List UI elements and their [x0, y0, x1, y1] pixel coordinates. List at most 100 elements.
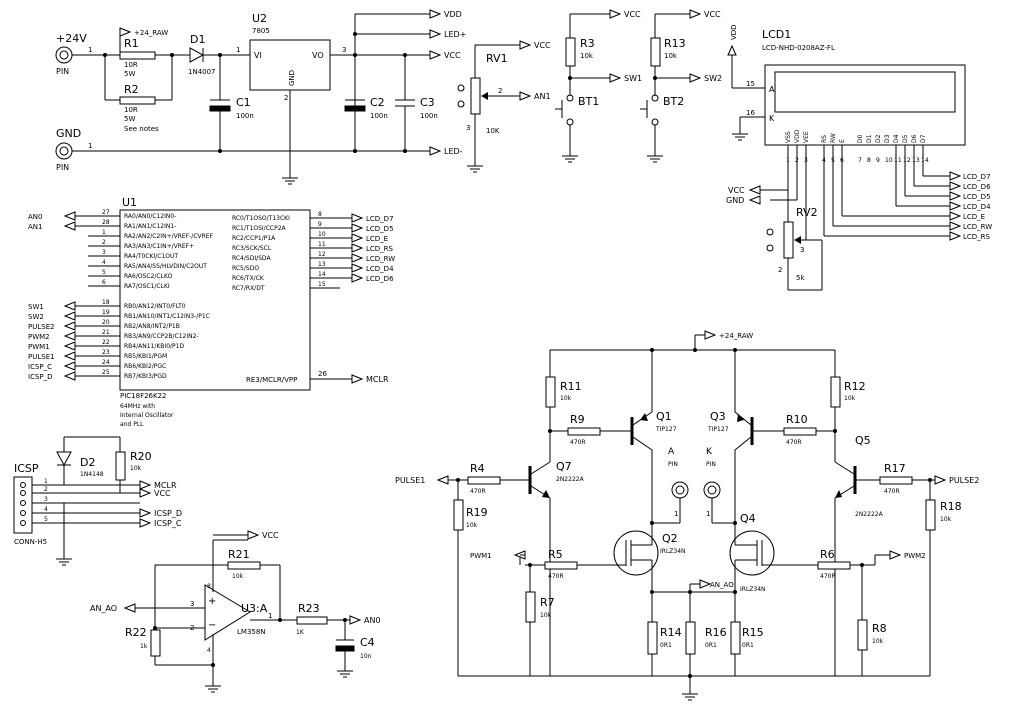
- svg-text:1k: 1k: [140, 643, 148, 650]
- svg-text:10k: 10k: [664, 52, 678, 60]
- u1-net-label: AN0: [28, 213, 42, 221]
- net-led-plus-label: LED+: [444, 30, 466, 39]
- svg-text:AN1: AN1: [534, 92, 551, 101]
- u1-pin-label: RA2/AN2/C2IN+/VREF-/CVREF: [124, 233, 214, 240]
- svg-text:100n: 100n: [420, 112, 438, 120]
- svg-text:15: 15: [746, 80, 755, 88]
- svg-text:10R: 10R: [124, 61, 138, 69]
- svg-text:470R: 470R: [470, 488, 486, 495]
- svg-text:12: 12: [903, 157, 911, 164]
- svg-text:R3: R3: [580, 37, 595, 50]
- u1-pin-label: RC7/RX/DT: [232, 285, 265, 292]
- svg-text:R14: R14: [660, 626, 682, 639]
- svg-text:470R: 470R: [820, 573, 836, 580]
- svg-text:R12: R12: [844, 380, 866, 393]
- svg-text:10k: 10k: [560, 395, 572, 402]
- svg-text:11: 11: [894, 157, 902, 164]
- resistor-r10: [783, 427, 817, 436]
- svg-text:D2: D2: [80, 456, 95, 469]
- u1-pin-label: RC6/TX/CK: [232, 275, 265, 282]
- svg-text:7: 7: [858, 157, 862, 164]
- svg-text:C1: C1: [236, 96, 251, 109]
- u1-net-label: LCD_D5: [366, 225, 394, 233]
- svg-text:23: 23: [102, 349, 110, 356]
- svg-text:15: 15: [318, 281, 326, 288]
- svg-text:AN_AO: AN_AO: [90, 604, 117, 613]
- u1-pin-label: RA7/OSC1/CLKI: [124, 283, 170, 290]
- svg-text:2: 2: [44, 486, 48, 493]
- svg-text:+: +: [208, 596, 216, 607]
- svg-text:13: 13: [318, 261, 326, 268]
- svg-text:U3:A: U3:A: [241, 602, 268, 615]
- pin-label: PIN: [56, 67, 69, 76]
- svg-text:21: 21: [102, 329, 110, 336]
- svg-text:5W: 5W: [124, 115, 135, 123]
- svg-text:VO: VO: [312, 51, 324, 60]
- u1-pin-label: RB4/AN11/KBI0/P1D: [124, 343, 184, 350]
- svg-text:C3: C3: [420, 96, 435, 109]
- svg-text:13: 13: [912, 157, 920, 164]
- svg-text:27: 27: [102, 209, 110, 216]
- svg-text:14: 14: [921, 157, 929, 164]
- lcd-pin-label: D7: [920, 134, 927, 143]
- pin-gnd-connector-icon: [55, 142, 73, 160]
- u1-pin-label: RB5/KBI1/PGM: [124, 353, 167, 360]
- resistor-r23: [296, 616, 328, 625]
- svg-text:2: 2: [498, 87, 502, 95]
- lcd-net-label: LCD_D5: [963, 193, 991, 201]
- svg-text:3: 3: [466, 124, 470, 132]
- svg-text:R8: R8: [872, 622, 887, 635]
- lcd-pin-label: E: [839, 139, 846, 143]
- driver-stage: +24_RAW R11 10k R9 470R Q1 TIP127: [395, 330, 979, 701]
- svg-text:3: 3: [190, 600, 194, 608]
- svg-text:4: 4: [44, 506, 48, 513]
- svg-text:VDD: VDD: [730, 24, 738, 40]
- svg-text:0R1: 0R1: [742, 642, 754, 649]
- u1-pin-label: RC3/SCK/SCL: [232, 245, 272, 252]
- svg-text:ICSP_D: ICSP_D: [154, 509, 182, 518]
- svg-text:24: 24: [102, 359, 110, 366]
- svg-text:10k: 10k: [940, 516, 952, 523]
- svg-text:16: 16: [746, 109, 755, 117]
- svg-text:100n: 100n: [236, 112, 254, 120]
- svg-text:20: 20: [102, 319, 110, 326]
- svg-text:ICSP_C: ICSP_C: [154, 519, 182, 528]
- net-vcc-label: VCC: [444, 51, 461, 60]
- lcd-pin-label: D1: [866, 134, 873, 143]
- svg-text:18: 18: [102, 299, 110, 306]
- diode-d1-icon: [189, 47, 205, 63]
- svg-text:1N4007: 1N4007: [188, 68, 216, 76]
- resistor-r6: [817, 561, 851, 570]
- svg-text:−: −: [208, 620, 216, 631]
- lcd-pin-label: VEE: [803, 131, 810, 143]
- svg-text:5: 5: [102, 269, 106, 276]
- resistor-r19: [453, 499, 464, 531]
- svg-text:R22: R22: [125, 626, 147, 639]
- svg-text:AN0: AN0: [364, 616, 381, 625]
- svg-text:PIC18F26K22: PIC18F26K22: [120, 392, 167, 400]
- resistor-r18: [925, 499, 936, 531]
- svg-text:19: 19: [102, 309, 110, 316]
- svg-text:3: 3: [44, 496, 48, 503]
- svg-text:R17: R17: [884, 462, 906, 475]
- svg-text:1: 1: [102, 229, 106, 236]
- svg-text:CONN-H5: CONN-H5: [14, 538, 47, 546]
- svg-text:26: 26: [318, 370, 327, 378]
- svg-text:R2: R2: [124, 83, 139, 96]
- svg-text:VCC: VCC: [534, 41, 551, 50]
- u1-net-label: SW2: [28, 313, 44, 321]
- svg-text:9: 9: [876, 157, 880, 164]
- diode-d2-icon: [56, 451, 72, 467]
- svg-text:C4: C4: [360, 636, 375, 649]
- svg-text:10: 10: [318, 231, 326, 238]
- lcd-pin-label: VSS: [785, 131, 792, 143]
- net-gnd-label: GND: [56, 127, 81, 140]
- u1-pin-label: RC5/SDO: [232, 265, 259, 272]
- svg-text:1: 1: [88, 46, 92, 54]
- svg-text:0R1: 0R1: [660, 642, 672, 649]
- svg-text:2N2222A: 2N2222A: [556, 476, 585, 483]
- u1-net-label: PWM2: [28, 333, 50, 341]
- lcd-net-label: LCD_D7: [963, 173, 991, 181]
- svg-text:0R1: 0R1: [705, 642, 717, 649]
